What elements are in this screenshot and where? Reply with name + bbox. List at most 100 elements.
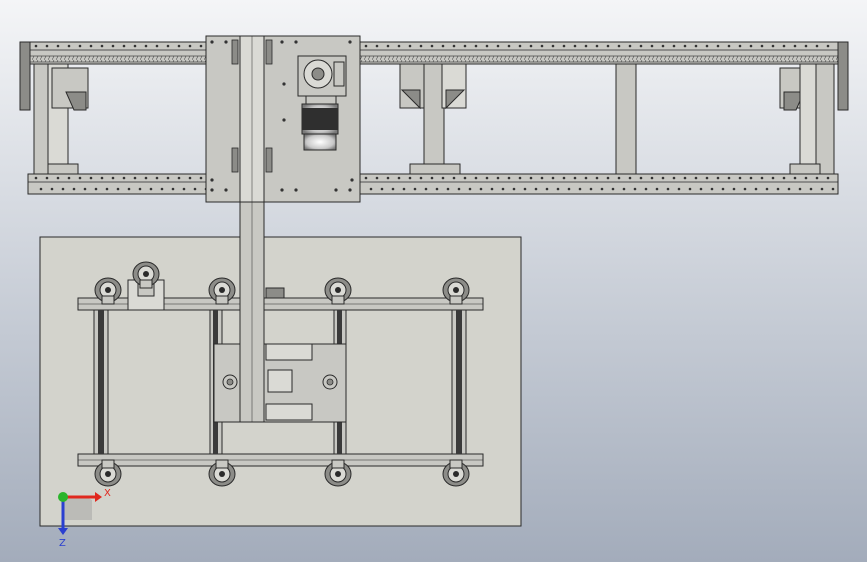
rail-hole [67, 176, 71, 180]
rail-hole [193, 187, 197, 191]
rail-hole [738, 44, 742, 48]
rail-hole [474, 176, 478, 180]
rail-hole [78, 44, 82, 48]
rail-hole [595, 44, 599, 48]
caster-wheel [132, 261, 160, 289]
rail-hole [584, 176, 588, 180]
rail-hole [523, 187, 527, 191]
rail-hole [694, 44, 698, 48]
rail-hole [518, 176, 522, 180]
caster-wheel [442, 459, 470, 487]
rail-hole [105, 187, 109, 191]
rail-hole [529, 44, 533, 48]
left-end-cap [19, 41, 31, 111]
caster-wheels [94, 261, 470, 487]
rail-hole [628, 176, 632, 180]
rail-hole [771, 176, 775, 180]
limit-sensor [265, 287, 285, 299]
x-axis-label: X [104, 488, 111, 499]
rail-hole [369, 187, 373, 191]
rail-hole [749, 176, 753, 180]
rail-hole [776, 187, 780, 191]
rail-hole [754, 187, 758, 191]
y-axis-dot [58, 492, 68, 502]
bolt [280, 40, 284, 44]
rail-hole [820, 187, 824, 191]
rail-hole [661, 44, 665, 48]
rail-hole [512, 187, 516, 191]
support-post-right [779, 63, 835, 175]
rail-hole [600, 187, 604, 191]
rail-hole [738, 176, 742, 180]
rail-hole [705, 44, 709, 48]
center-flange-right [322, 374, 338, 390]
rail-hole [188, 44, 192, 48]
rail-hole [578, 187, 582, 191]
rail-hole [721, 187, 725, 191]
rail-hole [402, 187, 406, 191]
rail-hole [540, 176, 544, 180]
rail-hole [83, 187, 87, 191]
bolt [282, 118, 286, 122]
rail-hole [485, 176, 489, 180]
rail-hole [666, 187, 670, 191]
rail-hole [386, 176, 390, 180]
rail-hole [446, 187, 450, 191]
rail-hole [556, 187, 560, 191]
rail-hole [496, 44, 500, 48]
rail-hole [111, 176, 115, 180]
rail-hole [518, 44, 522, 48]
rail-hole [177, 44, 181, 48]
rail-hole [56, 44, 60, 48]
rail-hole [111, 44, 115, 48]
rail-hole [34, 176, 38, 180]
rail-hole [798, 187, 802, 191]
rail-hole [39, 187, 43, 191]
rail-hole [67, 44, 71, 48]
rail-hole [463, 44, 467, 48]
rail-hole [199, 176, 203, 180]
rail-hole [127, 187, 131, 191]
rail-hole [468, 187, 472, 191]
rail-hole [815, 44, 819, 48]
rail-hole [727, 176, 731, 180]
rail-hole [50, 187, 54, 191]
rail-hole [485, 44, 489, 48]
rail-hole [501, 187, 505, 191]
rail-hole [611, 187, 615, 191]
rail-hole [496, 176, 500, 180]
rail-hole [809, 187, 813, 191]
rail-hole [89, 176, 93, 180]
rail-hole [672, 44, 676, 48]
rail-hole [562, 176, 566, 180]
rail-hole [567, 187, 571, 191]
rail-hole [45, 176, 49, 180]
rail-hole [122, 176, 126, 180]
rail-hole [397, 44, 401, 48]
rail-hole [573, 44, 577, 48]
rail-hole [122, 44, 126, 48]
rail-hole [688, 187, 692, 191]
lower-rail [27, 173, 839, 195]
rail-hole [716, 176, 720, 180]
rail-hole [804, 44, 808, 48]
bolt [210, 40, 214, 44]
rail-hole [61, 187, 65, 191]
bolt [348, 188, 352, 192]
rail-hole [727, 44, 731, 48]
rail-hole [694, 176, 698, 180]
rail-hole [804, 176, 808, 180]
rail-hole [408, 44, 412, 48]
rail-hole [589, 187, 593, 191]
rail-hole [677, 187, 681, 191]
rail-hole [397, 176, 401, 180]
rail-hole [782, 176, 786, 180]
rail-hole [78, 176, 82, 180]
bolt [350, 178, 354, 182]
rail-hole [391, 187, 395, 191]
rail-hole [644, 187, 648, 191]
rail-hole [380, 187, 384, 191]
caster-wheel [324, 459, 352, 487]
